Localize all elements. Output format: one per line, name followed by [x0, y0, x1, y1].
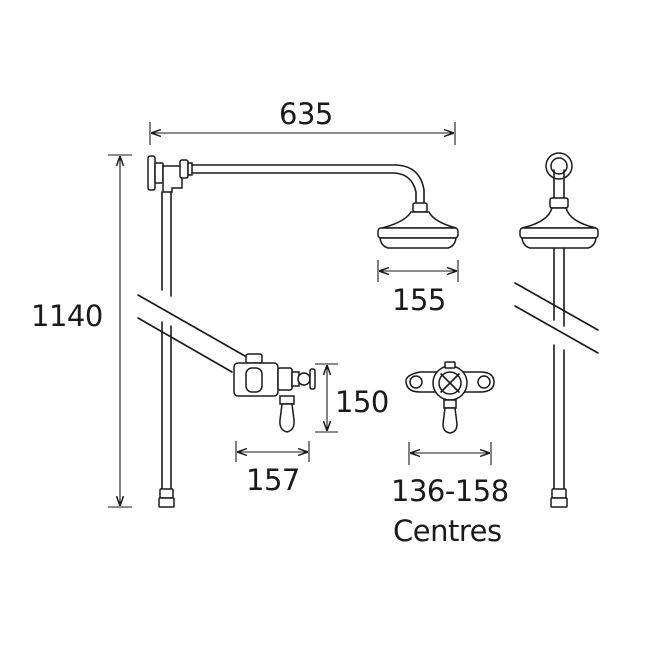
overall-height-label: 1140: [31, 299, 103, 333]
valve-front: [405, 361, 495, 434]
valve-height-label: 150: [335, 385, 389, 419]
valve-centres-label: 136-158: [391, 474, 509, 508]
overall-width-label: 635: [279, 97, 333, 131]
elbow-fitting: [162, 165, 183, 193]
centres-caption: Centres: [393, 514, 502, 548]
shower-head: [381, 211, 457, 229]
dimension-lines: [108, 122, 492, 508]
valve-side: [233, 353, 316, 433]
front-view-shower: [514, 152, 599, 508]
valve-projection-label: 157: [246, 463, 300, 497]
wall-flange: [147, 155, 156, 191]
head-diameter-label: 155: [392, 283, 446, 317]
side-view-shower: [137, 155, 459, 508]
